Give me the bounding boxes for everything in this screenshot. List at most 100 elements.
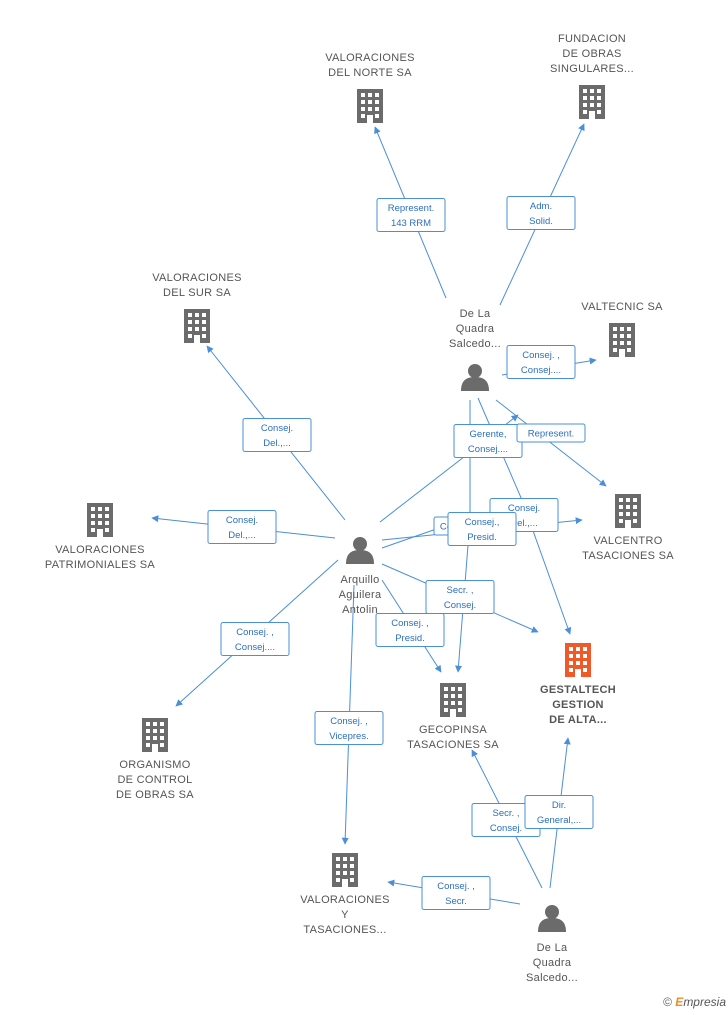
node-label: PATRIMONIALES SA: [45, 559, 156, 571]
building-icon: [184, 309, 210, 343]
node-label: VALORACIONES: [152, 272, 242, 284]
relation-label[interactable]: Represent. 143 RRM: [376, 198, 446, 232]
relation-label-box: [376, 198, 446, 232]
relation-label-text: Adm.: [530, 201, 552, 212]
relation-label[interactable]: Consej. ,Consej....: [220, 622, 290, 656]
relation-label-text: Secr.: [445, 896, 467, 907]
relation-label-box: [506, 196, 576, 230]
relation-label-text: Presid.: [467, 532, 497, 543]
building-icon: [357, 89, 383, 123]
relation-label-box: [506, 345, 576, 379]
relation-label-text: Represent.: [388, 203, 434, 214]
relation-label-text: Consej.: [508, 503, 540, 514]
node-quadra2[interactable]: De LaQuadraSalcedo...: [526, 905, 578, 984]
node-vytas[interactable]: VALORACIONESYTASACIONES...: [300, 853, 390, 936]
building-icon: [579, 85, 605, 119]
node-label: Quadra: [533, 957, 572, 969]
relation-label[interactable]: Secr. ,Consej.: [425, 580, 495, 614]
relation-label-text: Presid.: [395, 633, 425, 644]
relation-label-text: Consej. ,: [330, 716, 368, 727]
node-label: VALORACIONES: [300, 894, 390, 906]
node-label: DE ALTA...: [549, 714, 607, 726]
relation-label-text: Vicepres.: [329, 731, 368, 742]
building-icon: [565, 643, 591, 677]
building-icon: [332, 853, 358, 887]
node-valtecnic[interactable]: VALTECNIC SA: [581, 301, 663, 357]
relation-label-text: Consej.: [490, 823, 522, 834]
node-label: Antolin: [342, 604, 378, 616]
node-label: DE CONTROL: [117, 774, 192, 786]
node-vpatrim[interactable]: VALORACIONES PATRIMONIALES SA: [45, 503, 156, 571]
relation-label[interactable]: Consej. Del.,...: [207, 510, 277, 544]
node-label: VALTECNIC SA: [581, 301, 663, 313]
building-icon: [87, 503, 113, 537]
node-label: Salcedo...: [449, 338, 501, 350]
relation-label-text: Gerente,: [470, 429, 507, 440]
node-vnorte[interactable]: VALORACIONES DEL NORTE SA: [325, 52, 415, 123]
relation-label[interactable]: Consej. Del.,...: [242, 418, 312, 452]
node-label: VALCENTRO: [593, 535, 662, 547]
relation-label[interactable]: Consej. , Secr.: [421, 876, 491, 910]
relation-label-box: [220, 622, 290, 656]
node-label: DEL SUR SA: [163, 287, 231, 299]
node-organismo[interactable]: ORGANISMO DE CONTROL DE OBRAS SA: [116, 718, 194, 801]
relation-label-text: Secr. ,: [493, 808, 520, 819]
relation-label-text: Solid.: [529, 216, 553, 227]
relation-label-box: [375, 613, 445, 647]
node-label: VALORACIONES: [55, 544, 145, 556]
brand-logo-rest: mpresia: [683, 995, 726, 1009]
relation-label[interactable]: Consej. , Vicepres.: [314, 711, 384, 745]
node-label: VALORACIONES: [325, 52, 415, 64]
relation-label-text: Consej.: [261, 423, 293, 434]
node-label: Y: [341, 909, 349, 921]
relation-label-text: Consej....: [521, 365, 561, 376]
relation-label-text: Consej. ,: [391, 618, 429, 629]
building-icon: [615, 494, 641, 528]
relation-label[interactable]: Gerente, Consej....: [453, 424, 523, 458]
relation-label-text: Del.,...: [510, 518, 537, 529]
relation-label-text: Consej. ,: [437, 881, 475, 892]
relation-label[interactable]: Represent.: [516, 423, 586, 443]
empresia-brand[interactable]: © Empresia: [663, 995, 726, 1009]
brand-logo-initial: E: [675, 995, 684, 1009]
node-label: Aguilera: [339, 589, 382, 601]
building-icon: [142, 718, 168, 752]
relation-label-text: Del.,...: [228, 530, 255, 541]
relation-label[interactable]: Consej. , Presid.: [375, 613, 445, 647]
relation-label-box: [242, 418, 312, 452]
node-label: ORGANISMO: [119, 759, 190, 771]
relation-label-text: Consej.: [226, 515, 258, 526]
node-label: TASACIONES SA: [582, 550, 674, 562]
node-label: DE OBRAS SA: [116, 789, 194, 801]
relation-label[interactable]: Adm. Solid.: [506, 196, 576, 230]
relation-label[interactable]: Dir.General,...: [524, 795, 594, 829]
relation-label-text: Represent.: [528, 429, 574, 440]
relation-label-text: 143 RRM: [391, 218, 431, 229]
relation-label[interactable]: Consej. , Consej....: [506, 345, 576, 379]
relation-label[interactable]: Consej.,Presid.: [447, 512, 517, 546]
node-quadra1[interactable]: De LaQuadraSalcedo...: [449, 308, 501, 391]
relation-label-text: Del.,...: [263, 438, 290, 449]
building-icon: [440, 683, 466, 717]
node-label: DEL NORTE SA: [328, 67, 412, 79]
person-icon: [346, 537, 374, 564]
node-label: De La: [460, 308, 491, 320]
node-label: Arquillo: [340, 574, 379, 586]
relation-label-box: [207, 510, 277, 544]
relation-label-text: Ce: [440, 522, 452, 533]
building-icon: [609, 323, 635, 357]
node-vsur[interactable]: VALORACIONES DEL SUR SA: [152, 272, 242, 343]
node-valcentro[interactable]: VALCENTRO TASACIONES SA: [582, 494, 674, 562]
relation-label-text: Consej. ,: [522, 350, 560, 361]
node-label: SINGULARES...: [550, 63, 634, 75]
node-label: GECOPINSA: [419, 724, 487, 736]
relation-label-box: [524, 795, 594, 829]
person-icon: [461, 364, 489, 391]
relation-label-text: General,...: [537, 815, 581, 826]
relation-label-text: Consej....: [468, 444, 508, 455]
